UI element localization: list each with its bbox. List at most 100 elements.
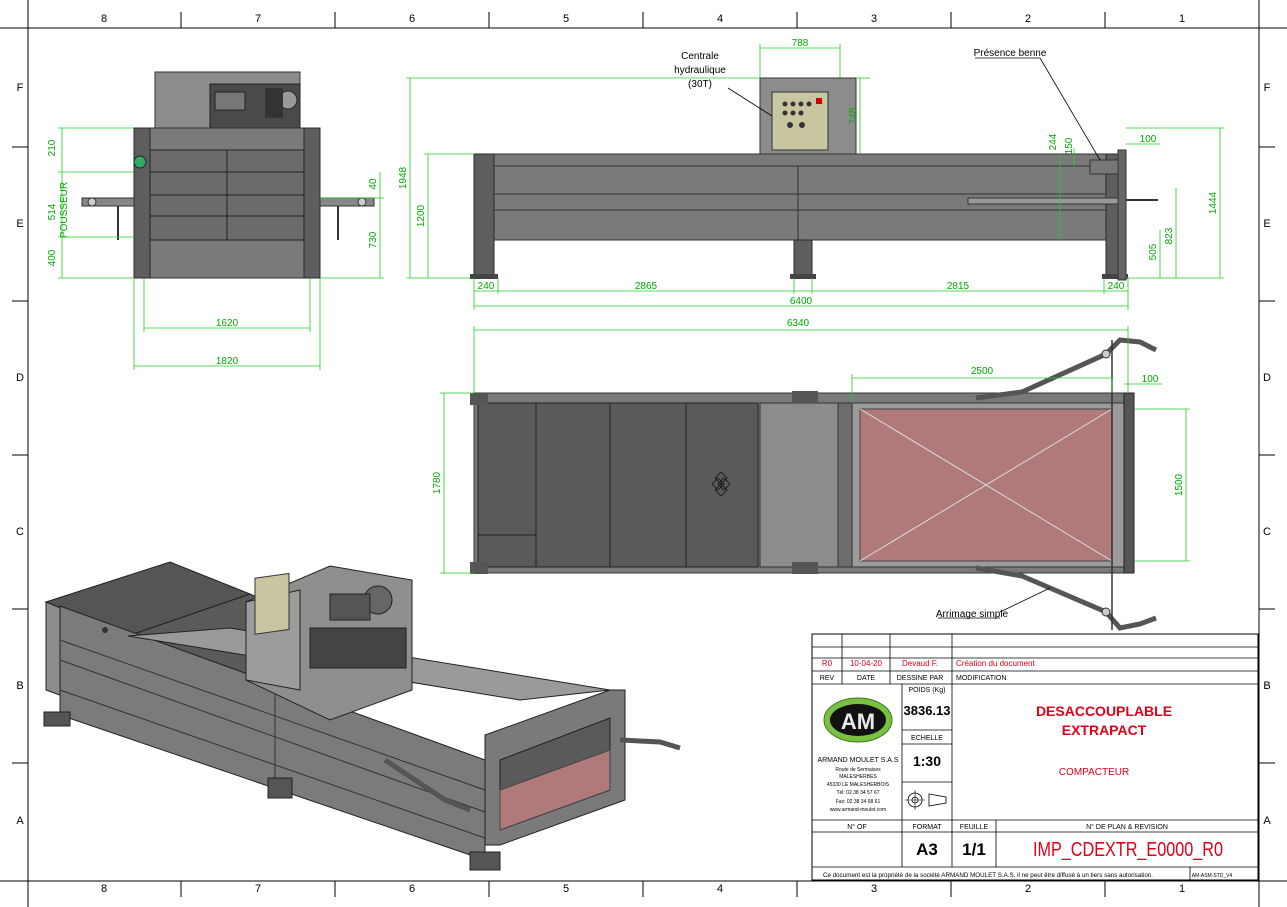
- column-labels-bottom: 8 7 6 5 4 3 2 1: [101, 883, 1185, 895]
- dim-1820: 1820: [216, 356, 239, 367]
- echelle-label: ECHELLE: [911, 735, 943, 742]
- isometric-view: [43, 561, 681, 871]
- callout-arrimage-simple: Arrimage simple: [936, 609, 1009, 620]
- dim-2865: 2865: [635, 281, 658, 292]
- top-cabinet-plate: [759, 402, 839, 568]
- title-block: R0 10-04-20 Devaud F. Création du docume…: [811, 633, 1259, 881]
- dim-1444: 1444: [1208, 191, 1219, 214]
- poids-label: POIDS (Kg): [909, 687, 946, 694]
- logo-text: AM: [841, 709, 875, 734]
- row-label: E: [16, 218, 23, 230]
- format-value: A3: [916, 840, 938, 859]
- dim-400: 400: [47, 249, 58, 266]
- dim-748: 748: [848, 107, 859, 124]
- col-label: 5: [563, 883, 569, 895]
- row-label: D: [1263, 372, 1271, 384]
- dim-240-left: 240: [478, 281, 495, 292]
- col-label: 4: [717, 13, 723, 25]
- row-label: C: [16, 526, 24, 538]
- dim-2500: 2500: [971, 366, 994, 377]
- rev-code: R0: [822, 659, 833, 668]
- dim-210: 210: [47, 139, 58, 156]
- col-label: 3: [871, 883, 877, 895]
- callout-hydraulic-1: Centrale: [681, 51, 719, 62]
- dim-6400: 6400: [790, 296, 813, 307]
- hdr-date: DATE: [857, 675, 875, 682]
- dim-505: 505: [1148, 243, 1159, 260]
- hdr-rev: REV: [820, 675, 835, 682]
- dim-6340: 6340: [787, 318, 810, 329]
- dim-100-top: 100: [1142, 374, 1159, 385]
- no-of-label: N° OF: [847, 823, 867, 831]
- front-view: 210 514 POUSSEUR 400 40 730 1620 1820: [47, 71, 384, 370]
- dim-1620: 1620: [216, 318, 239, 329]
- drawing-title-line1: DESACCOUPLABLE: [1036, 703, 1172, 719]
- company-logo: AM: [823, 697, 893, 743]
- dim-40: 40: [368, 178, 379, 190]
- plan-label: N° DE PLAN & REVISION: [1086, 823, 1168, 831]
- row-label: C: [1263, 526, 1271, 538]
- dim-240-right: 240: [1108, 281, 1125, 292]
- col-label: 6: [409, 13, 415, 25]
- row-label: F: [17, 82, 24, 94]
- dim-150: 150: [1064, 137, 1075, 154]
- row-label: A: [16, 815, 24, 827]
- company-address-2: MALESHERBES: [839, 774, 877, 780]
- side-view: Centrale hydraulique (30T) Présence benn…: [398, 38, 1224, 310]
- row-labels-right: F E D C B A: [1263, 82, 1271, 827]
- rev-author: Devaud F.: [902, 659, 938, 668]
- row-label: B: [16, 680, 23, 692]
- col-label: 1: [1179, 13, 1185, 25]
- hdr-modification: MODIFICATION: [956, 675, 1006, 682]
- row-label: D: [16, 372, 24, 384]
- feuille-value: 1/1: [962, 840, 986, 859]
- company-address-5: Fax: 02 38 34 68 61: [836, 799, 881, 805]
- col-label: 7: [255, 13, 261, 25]
- hdr-drawn-by: DESSINE PAR: [897, 675, 944, 682]
- drawing-subtitle: COMPACTEUR: [1059, 767, 1129, 778]
- dim-244: 244: [1048, 133, 1059, 150]
- rev-date: 10-04-20: [850, 659, 883, 668]
- dim-514: 514: [47, 203, 58, 220]
- dim-1500: 1500: [1174, 473, 1185, 496]
- rev-modification: Création du document: [956, 659, 1035, 668]
- company-address-3: 45330 LE MALESHERBOIS: [827, 782, 890, 788]
- company-name: ARMAND MOULET S.A.S: [817, 757, 898, 764]
- plan-number: IMP_CDEXTR_E0000_R0: [1033, 839, 1223, 861]
- dim-1948: 1948: [398, 166, 409, 189]
- echelle-value: 1:30: [913, 753, 941, 769]
- column-labels-top: 8 7 6 5 4 3 2 1: [101, 13, 1185, 25]
- company-address-1: Route de Sermaises: [835, 767, 881, 773]
- drawing-title-line2: EXTRAPACT: [1062, 722, 1147, 738]
- col-label: 7: [255, 883, 261, 895]
- dim-823: 823: [1164, 227, 1175, 244]
- footer-code: AM-ASM-STD_V4: [1192, 873, 1233, 879]
- dim-730: 730: [368, 231, 379, 248]
- row-labels-left: F E D C B A: [16, 82, 24, 827]
- callout-hydraulic-3: (30T): [688, 79, 712, 90]
- col-label: 2: [1025, 883, 1031, 895]
- col-label: 3: [871, 13, 877, 25]
- footer-note: Ce document est la propriété de la socié…: [823, 872, 1153, 879]
- dim-pousseur: POUSSEUR: [59, 182, 70, 238]
- company-address-4: Tél: 02 38 34 57 67: [836, 790, 879, 796]
- company-address-6: www.armand-moulet.com: [830, 807, 886, 813]
- dim-2815: 2815: [947, 281, 970, 292]
- col-label: 6: [409, 883, 415, 895]
- dim-788: 788: [792, 38, 809, 49]
- dim-100-side: 100: [1140, 134, 1157, 145]
- feuille-label: FEUILLE: [960, 824, 989, 831]
- col-label: 8: [101, 13, 107, 25]
- row-label: E: [1263, 218, 1270, 230]
- row-label: A: [1263, 815, 1271, 827]
- callout-hydraulic-2: hydraulique: [674, 65, 726, 76]
- callout-presence-benne: Présence benne: [974, 48, 1047, 59]
- side-main-body: [473, 153, 1125, 241]
- poids-value: 3836.13: [904, 703, 951, 718]
- dim-1200: 1200: [416, 204, 427, 227]
- col-label: 5: [563, 13, 569, 25]
- col-label: 4: [717, 883, 723, 895]
- col-label: 2: [1025, 13, 1031, 25]
